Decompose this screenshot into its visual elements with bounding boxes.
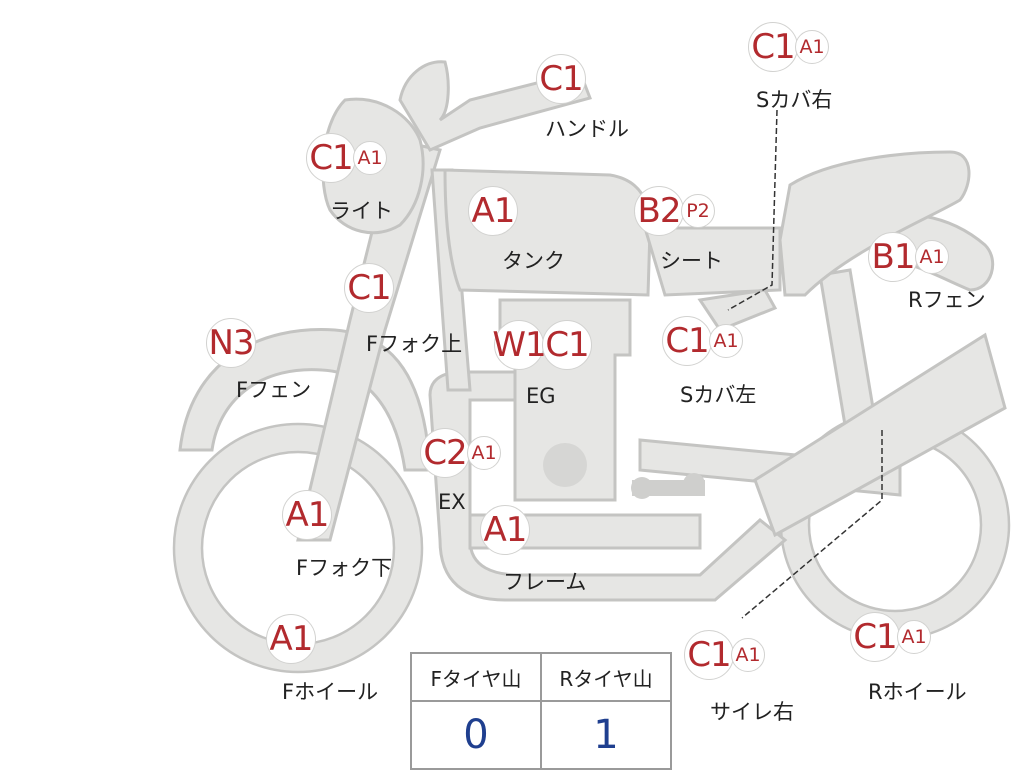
muffler-right-code-2: A1 — [731, 638, 765, 672]
rear-wheel-badge: C1 A1 — [850, 612, 931, 662]
light-code-1: C1 — [306, 133, 356, 183]
front-fender-badge: N3 — [206, 318, 256, 368]
rear-wheel-label: Rホイール — [868, 680, 967, 704]
rear-fender-code-2: A1 — [915, 240, 949, 274]
tire-table-value-row: 0 1 — [410, 700, 672, 770]
engine-badge: W1 C1 — [492, 320, 592, 370]
handle-label: ハンドル — [545, 117, 629, 141]
seat-code-2: P2 — [681, 194, 715, 228]
rear-fender-label: Rフェン — [908, 288, 986, 312]
rear-wheel-code-2: A1 — [897, 620, 931, 654]
seat-cowl-shape — [778, 150, 971, 297]
side-cover-right-badge: C1 A1 — [748, 22, 829, 72]
side-cover-right-code-2: A1 — [795, 30, 829, 64]
handle-code-1: C1 — [536, 54, 586, 104]
foot-peg-end-shape — [631, 477, 653, 499]
front-fork-lower-label: Fフォク下 — [296, 556, 393, 580]
side-cover-left-shape — [697, 288, 778, 332]
muffler-right-label: サイレ右 — [710, 700, 794, 724]
muffler-right-code-1: C1 — [684, 630, 734, 680]
side-cover-right-label: Sカバ右 — [756, 88, 833, 112]
front-fender-label: Fフェン — [236, 378, 312, 402]
seat-badge: B2 P2 — [634, 186, 715, 236]
tank-badge: A1 — [468, 186, 518, 236]
rear-strut-shape — [818, 268, 877, 427]
light-label: ライト — [330, 199, 393, 223]
engine-label: EG — [526, 384, 556, 408]
muffler-shape — [753, 332, 1007, 538]
muffler-right-badge: C1 A1 — [684, 630, 765, 680]
muffler-right-indicator — [741, 430, 883, 619]
front-wheel-label: Fホイール — [282, 680, 379, 704]
frame-label: フレーム — [503, 570, 587, 594]
exhaust-label: EX — [438, 490, 466, 514]
rear-fender-badge: B1 A1 — [868, 232, 949, 282]
frame-code-1: A1 — [480, 505, 530, 555]
seat-shape — [642, 226, 782, 297]
side-cover-left-label: Sカバ左 — [680, 383, 757, 407]
rear-wheel-code-1: C1 — [850, 612, 900, 662]
front-fork-shape — [296, 138, 442, 542]
exhaust-code-1: C2 — [420, 428, 470, 478]
front-wheel-code-1: A1 — [266, 614, 316, 664]
front-fork-upper-label: Fフォク上 — [366, 332, 463, 356]
light-badge: C1 A1 — [306, 133, 387, 183]
side-cover-left-badge: C1 A1 — [662, 316, 743, 366]
front-fender-code-1: N3 — [206, 318, 256, 368]
light-code-2: A1 — [353, 141, 387, 175]
engine-code-1: W1 — [492, 320, 547, 370]
rear-fender-code-1: B1 — [868, 232, 918, 282]
side-cover-right-code-1: C1 — [748, 22, 798, 72]
rear-tire-header: Rタイヤ山 — [540, 652, 672, 702]
tank-label: タンク — [502, 249, 565, 273]
side-cover-left-code-1: C1 — [662, 316, 712, 366]
engine-code-2: C1 — [542, 320, 592, 370]
front-fork-lower-badge: A1 — [282, 490, 332, 540]
front-fork-lower-code-1: A1 — [282, 490, 332, 540]
exhaust-badge: C2 A1 — [420, 428, 501, 478]
tank-code-1: A1 — [468, 186, 518, 236]
front-wheel-badge: A1 — [266, 614, 316, 664]
seat-code-1: B2 — [634, 186, 684, 236]
tire-table-header-row: Fタイヤ山 Rタイヤ山 — [410, 652, 672, 702]
handle-badge: C1 — [536, 54, 586, 104]
side-cover-left-code-2: A1 — [709, 324, 743, 358]
side-cover-right-indicator — [727, 109, 778, 311]
tire-tread-table: Fタイヤ山 Rタイヤ山 0 1 — [410, 652, 672, 770]
rear-tire-value: 1 — [540, 700, 672, 770]
front-fork-upper-code-1: C1 — [344, 263, 394, 313]
engine-cover-shape — [543, 443, 587, 487]
seat-label: シート — [660, 249, 723, 273]
front-tire-value: 0 — [410, 700, 542, 770]
front-tire-header: Fタイヤ山 — [410, 652, 542, 702]
foot-peg-end2-shape — [683, 473, 705, 495]
frame-badge: A1 — [480, 505, 530, 555]
front-fork-upper-badge: C1 — [344, 263, 394, 313]
exhaust-code-2: A1 — [467, 436, 501, 470]
